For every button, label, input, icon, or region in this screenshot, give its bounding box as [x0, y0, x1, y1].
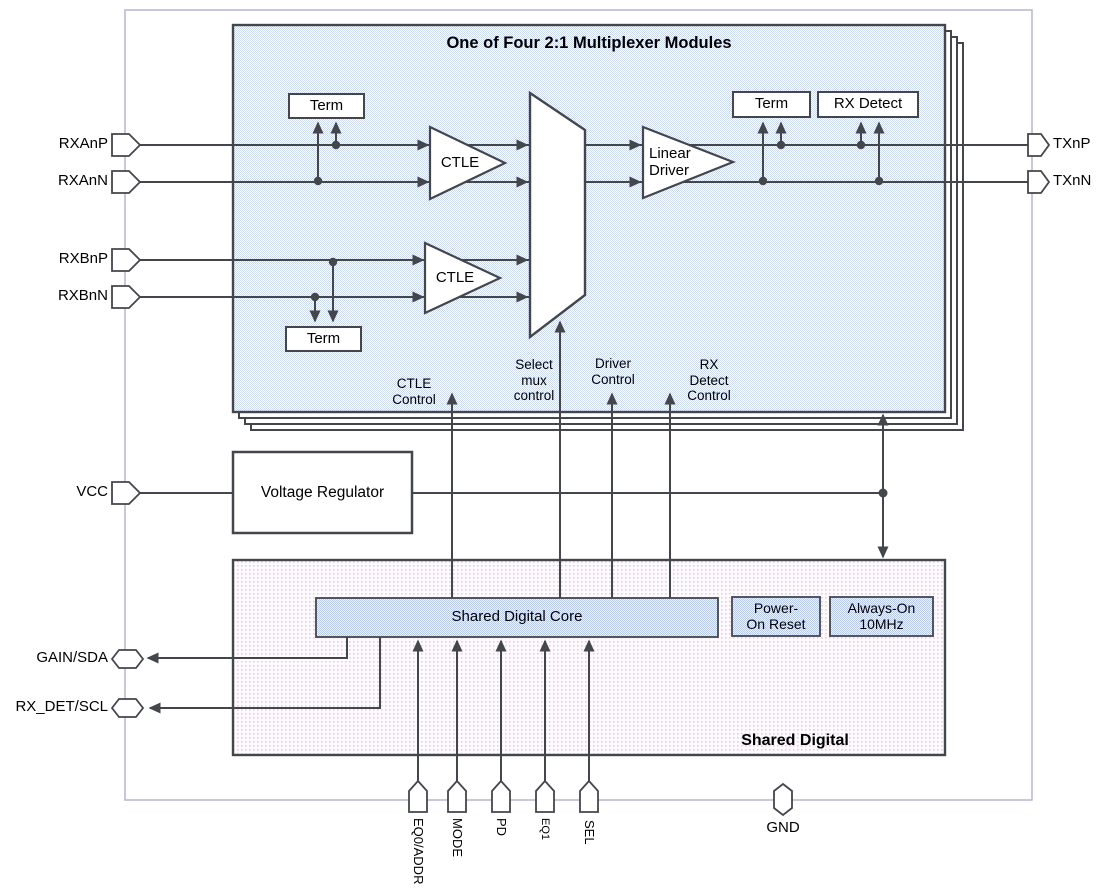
driver-control-label: Driver Control — [591, 356, 635, 387]
pin-txnp — [1027, 133, 1051, 157]
rx-detect-control-label: RX Detect Control — [687, 357, 731, 404]
mux-trapezoid — [528, 90, 587, 340]
serial-routes — [146, 637, 381, 714]
always-on-box — [829, 596, 934, 637]
ctle-b-label: CTLE — [435, 268, 475, 286]
power-on-reset-box — [731, 596, 821, 637]
pin-label-eq0-addr: EQ0/ADDR — [411, 818, 426, 885]
rx-detect-label: RX Detect — [833, 95, 903, 113]
shared-digital-core-label: Shared Digital Core — [451, 608, 583, 626]
control-lines — [446, 320, 889, 598]
pin-label-rxbnn: RXBnN — [57, 287, 108, 304]
ctle-a-triangle — [428, 125, 508, 201]
ctle-control-label: CTLE Control — [392, 376, 436, 407]
pin-label-rx-det-scl: RX_DET/SCL — [15, 698, 108, 715]
rx-detect-box — [817, 91, 919, 118]
pin-gnd — [773, 782, 793, 817]
linear-driver-label: Linear Driver — [649, 145, 691, 180]
pin-rxbnn — [111, 285, 142, 309]
pin-vcc — [111, 481, 142, 505]
shared-digital-label: Shared Digital — [741, 732, 849, 750]
voltage-regulator-box — [231, 450, 414, 535]
signal-arrowheads — [399, 139, 642, 303]
pin-rxanp — [111, 133, 142, 157]
module-title: One of Four 2:1 Multiplexer Modules — [446, 34, 732, 52]
pin-pd — [491, 779, 511, 813]
pin-label-gnd: GND — [766, 819, 800, 836]
ctle-b-triangle — [423, 241, 503, 315]
pin-txnn — [1027, 170, 1051, 194]
pin-label-eq1: EQ1 — [539, 818, 551, 841]
pin-label-txnp: TXnP — [1053, 135, 1091, 152]
select-mux-control-label: Select mux control — [513, 357, 555, 404]
pin-label-txnn: TXnN — [1053, 172, 1092, 189]
pin-label-sel: SEL — [582, 820, 597, 845]
pin-label-pd: PD — [494, 818, 509, 837]
always-on-label: Always-On 10MHz — [847, 599, 916, 632]
pin-label-gain-sda: GAIN/SDA — [36, 649, 108, 666]
pin-label-vcc: VCC — [76, 483, 108, 500]
pin-rxann — [111, 170, 142, 194]
pin-label-rxann: RXAnN — [57, 172, 108, 189]
pin-rx-det-scl — [110, 698, 145, 718]
chip-boundary — [124, 9, 1033, 801]
shared-digital-core-box — [315, 597, 719, 638]
pin-label-rxbnp: RXBnP — [58, 250, 108, 267]
multiplexer-module-box — [231, 23, 947, 414]
pin-gain-sda — [110, 649, 145, 669]
term-bottom-label: Term — [306, 329, 341, 347]
pin-label-rxanp: RXAnP — [58, 135, 108, 152]
shared-digital-inner-boxes — [315, 596, 934, 638]
ctle-a-label: CTLE — [440, 153, 480, 171]
pin-label-mode: MODE — [450, 818, 465, 857]
function-boxes — [231, 91, 919, 535]
pin-sel — [579, 779, 599, 813]
pin-rxbnp — [111, 248, 142, 272]
term-out-box — [732, 91, 811, 118]
term-top-label: Term — [309, 96, 344, 114]
term-top-box — [288, 93, 365, 119]
term-bottom-box — [285, 326, 362, 352]
power-on-reset-label: Power- On Reset — [746, 599, 806, 632]
pin-eq0-addr — [408, 779, 428, 813]
pin-mode — [447, 779, 467, 813]
package-pins — [110, 133, 1051, 817]
bottom-pin-arrows — [412, 639, 595, 782]
pin-eq1 — [535, 779, 555, 813]
voltage-regulator-label: Voltage Regulator — [260, 483, 385, 501]
linear-driver-triangle — [641, 125, 736, 200]
term-out-label: Term — [754, 95, 789, 113]
